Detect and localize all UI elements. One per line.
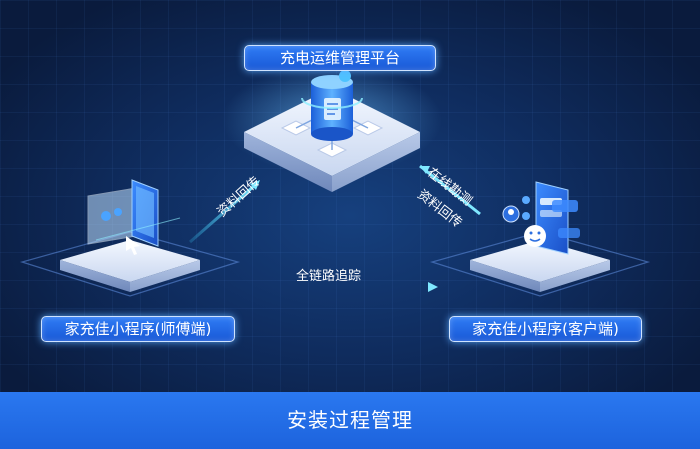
arrow-master-to-customer — [248, 282, 438, 292]
footer-title-bar: 安装过程管理 — [0, 392, 700, 449]
platform-node-label: 充电运维管理平台 — [244, 45, 436, 71]
edge-label-master-to-customer: 全链路追踪 — [296, 269, 362, 284]
master-app-node-label: 家充佳小程序(师傅端) — [41, 316, 235, 342]
arrow-master-to-platform — [189, 180, 260, 244]
diagram-stage: 充电运维管理平台 家充佳小程序(师傅端) 家充佳小程序(客户端) 资料回传 在线… — [0, 0, 700, 392]
diagram-graphics — [19, 65, 651, 297]
customer-app-node-label: 家充佳小程序(客户端) — [449, 316, 642, 342]
arrow-platform-to-customer — [419, 164, 481, 216]
master-node-graphic — [19, 179, 241, 297]
platform-node-graphic — [222, 65, 442, 192]
customer-node-graphic — [429, 181, 651, 297]
